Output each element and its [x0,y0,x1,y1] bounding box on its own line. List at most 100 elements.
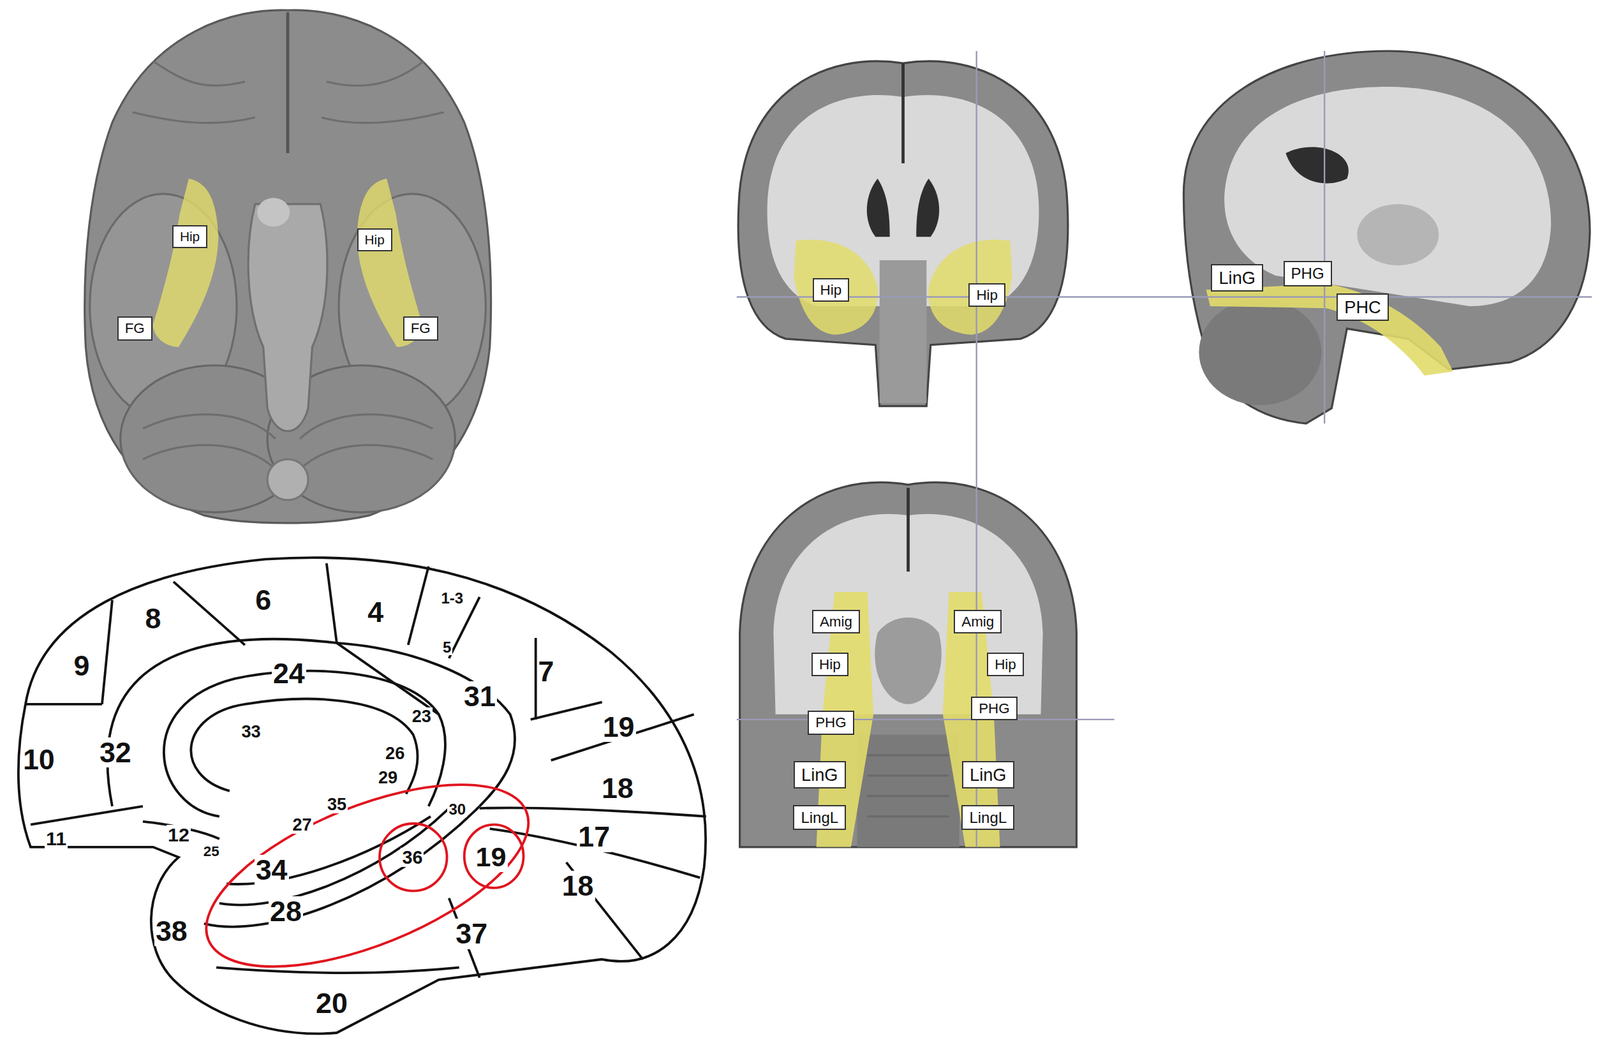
area-number: 5 [441,639,453,656]
area-number: 23 [410,707,433,726]
highlight-outline [182,747,553,1005]
sagittal-mri-slice-part [1285,146,1349,184]
area-number: 9 [72,650,92,681]
area-number: 30 [447,801,467,818]
region-label: LinG [801,764,838,785]
region-label-box: Hip [986,652,1024,677]
sagittal-mri-slice [1183,51,1590,424]
region-label-box: Amig [953,609,1002,635]
area-number: 25 [202,844,221,860]
area-number: 11 [44,828,68,850]
area-number: 24 [271,658,307,689]
region-label-box: FG [117,316,153,341]
coronal-mri-slice-part [879,260,927,404]
coronal-mri-slice-part [738,61,1068,407]
region-label-box: LinG [962,761,1014,789]
area-number: 10 [21,744,57,775]
region-label-box: LinG [1210,264,1263,292]
brodmann-map-part [30,806,143,825]
region-label-box: PHG [1283,260,1333,287]
region-label: LingL [969,808,1007,827]
region-label-box: PHG [807,710,855,735]
area-number: 8 [144,603,163,634]
brodmann-map-part [216,967,460,973]
axial-mri-slice-part [906,488,910,572]
crosshair-part [1323,51,1326,424]
region-label: FG [125,320,145,337]
area-number: 17 [576,821,612,852]
region-label-box: PHC [1336,293,1389,321]
region-label: FG [410,320,431,337]
area-number: 32 [98,737,133,768]
region-label: Hip [976,287,998,304]
region-label: PHC [1344,297,1381,318]
brodmann-map-part [102,600,113,705]
area-number: 34 [254,854,289,885]
area-number: 38 [154,916,189,947]
region-label: PHG [1291,264,1325,283]
coronal-mri-slice [738,61,1068,407]
area-number: 35 [325,795,348,815]
area-number: 28 [268,896,304,927]
area-number: 7 [537,656,556,687]
highlight-outline-part [464,824,524,889]
region-label: Hip [179,229,200,245]
region-label-box: LingL [792,805,846,831]
area-number: 4 [366,597,385,628]
highlight-outline-part [379,823,448,892]
region-label-box: LingL [961,805,1015,831]
sagittal-mri-slice-part [1183,51,1590,424]
area-number: 37 [454,918,489,949]
area-number: 31 [462,681,497,712]
area-number: 6 [253,585,273,615]
sagittal-mri-slice-part [1356,204,1439,266]
region-label: Hip [819,656,841,674]
crosshair-part [736,718,1115,721]
region-label: PHG [815,714,847,732]
region-label-box: FG [403,316,439,341]
brodmann-map-part [173,581,245,645]
brodmann-map-part [449,597,480,659]
region-label-box: Hip [357,228,393,252]
ventral-brain-render-part [132,61,445,124]
area-number: 29 [377,768,399,788]
axial-mri-slice-part [740,482,1077,848]
axial-mri-slice-part [867,755,950,817]
ventral-brain-render [84,10,492,524]
region-label-box: PHG [970,696,1018,721]
region-label-box: Hip [811,652,849,677]
region-label: LingL [800,808,839,827]
axial-mri-slice-part [857,734,960,848]
region-label: Hip [820,281,843,299]
brodmann-map-part [479,807,707,817]
axial-mri-slice [740,482,1077,848]
axial-mri-slice-part [874,617,941,705]
brodmann-map-part [190,699,418,795]
region-label: LinG [969,764,1007,785]
area-number: 12 [166,824,191,846]
brodmann-map-part [326,563,337,644]
sagittal-mri-slice-part [1198,299,1322,406]
area-number: 36 [400,847,424,867]
area-number: 20 [314,988,349,1019]
brodmann-map-part [408,566,429,645]
brodmann-map-part [25,703,103,706]
crosshair [736,51,1592,848]
region-label: Amig [961,613,994,631]
region-label-box: Hip [968,283,1006,308]
region-label: Hip [364,232,385,248]
brodmann-map-part [107,639,516,807]
brodmann-map-part [530,702,603,720]
region-label-box: Amig [812,609,860,635]
brodmann-map-part [219,808,450,905]
brodmann-map-part [336,643,439,715]
region-label-box: LinG [793,761,846,789]
coronal-mri-slice-part [793,239,878,335]
ventral-brain-render-part [84,10,492,524]
region-label: LinG [1218,267,1255,288]
coronal-mri-slice-part [866,178,940,237]
region-label-box: Hip [172,225,208,249]
area-number: 1-3 [439,590,465,607]
crosshair-part [976,51,978,848]
